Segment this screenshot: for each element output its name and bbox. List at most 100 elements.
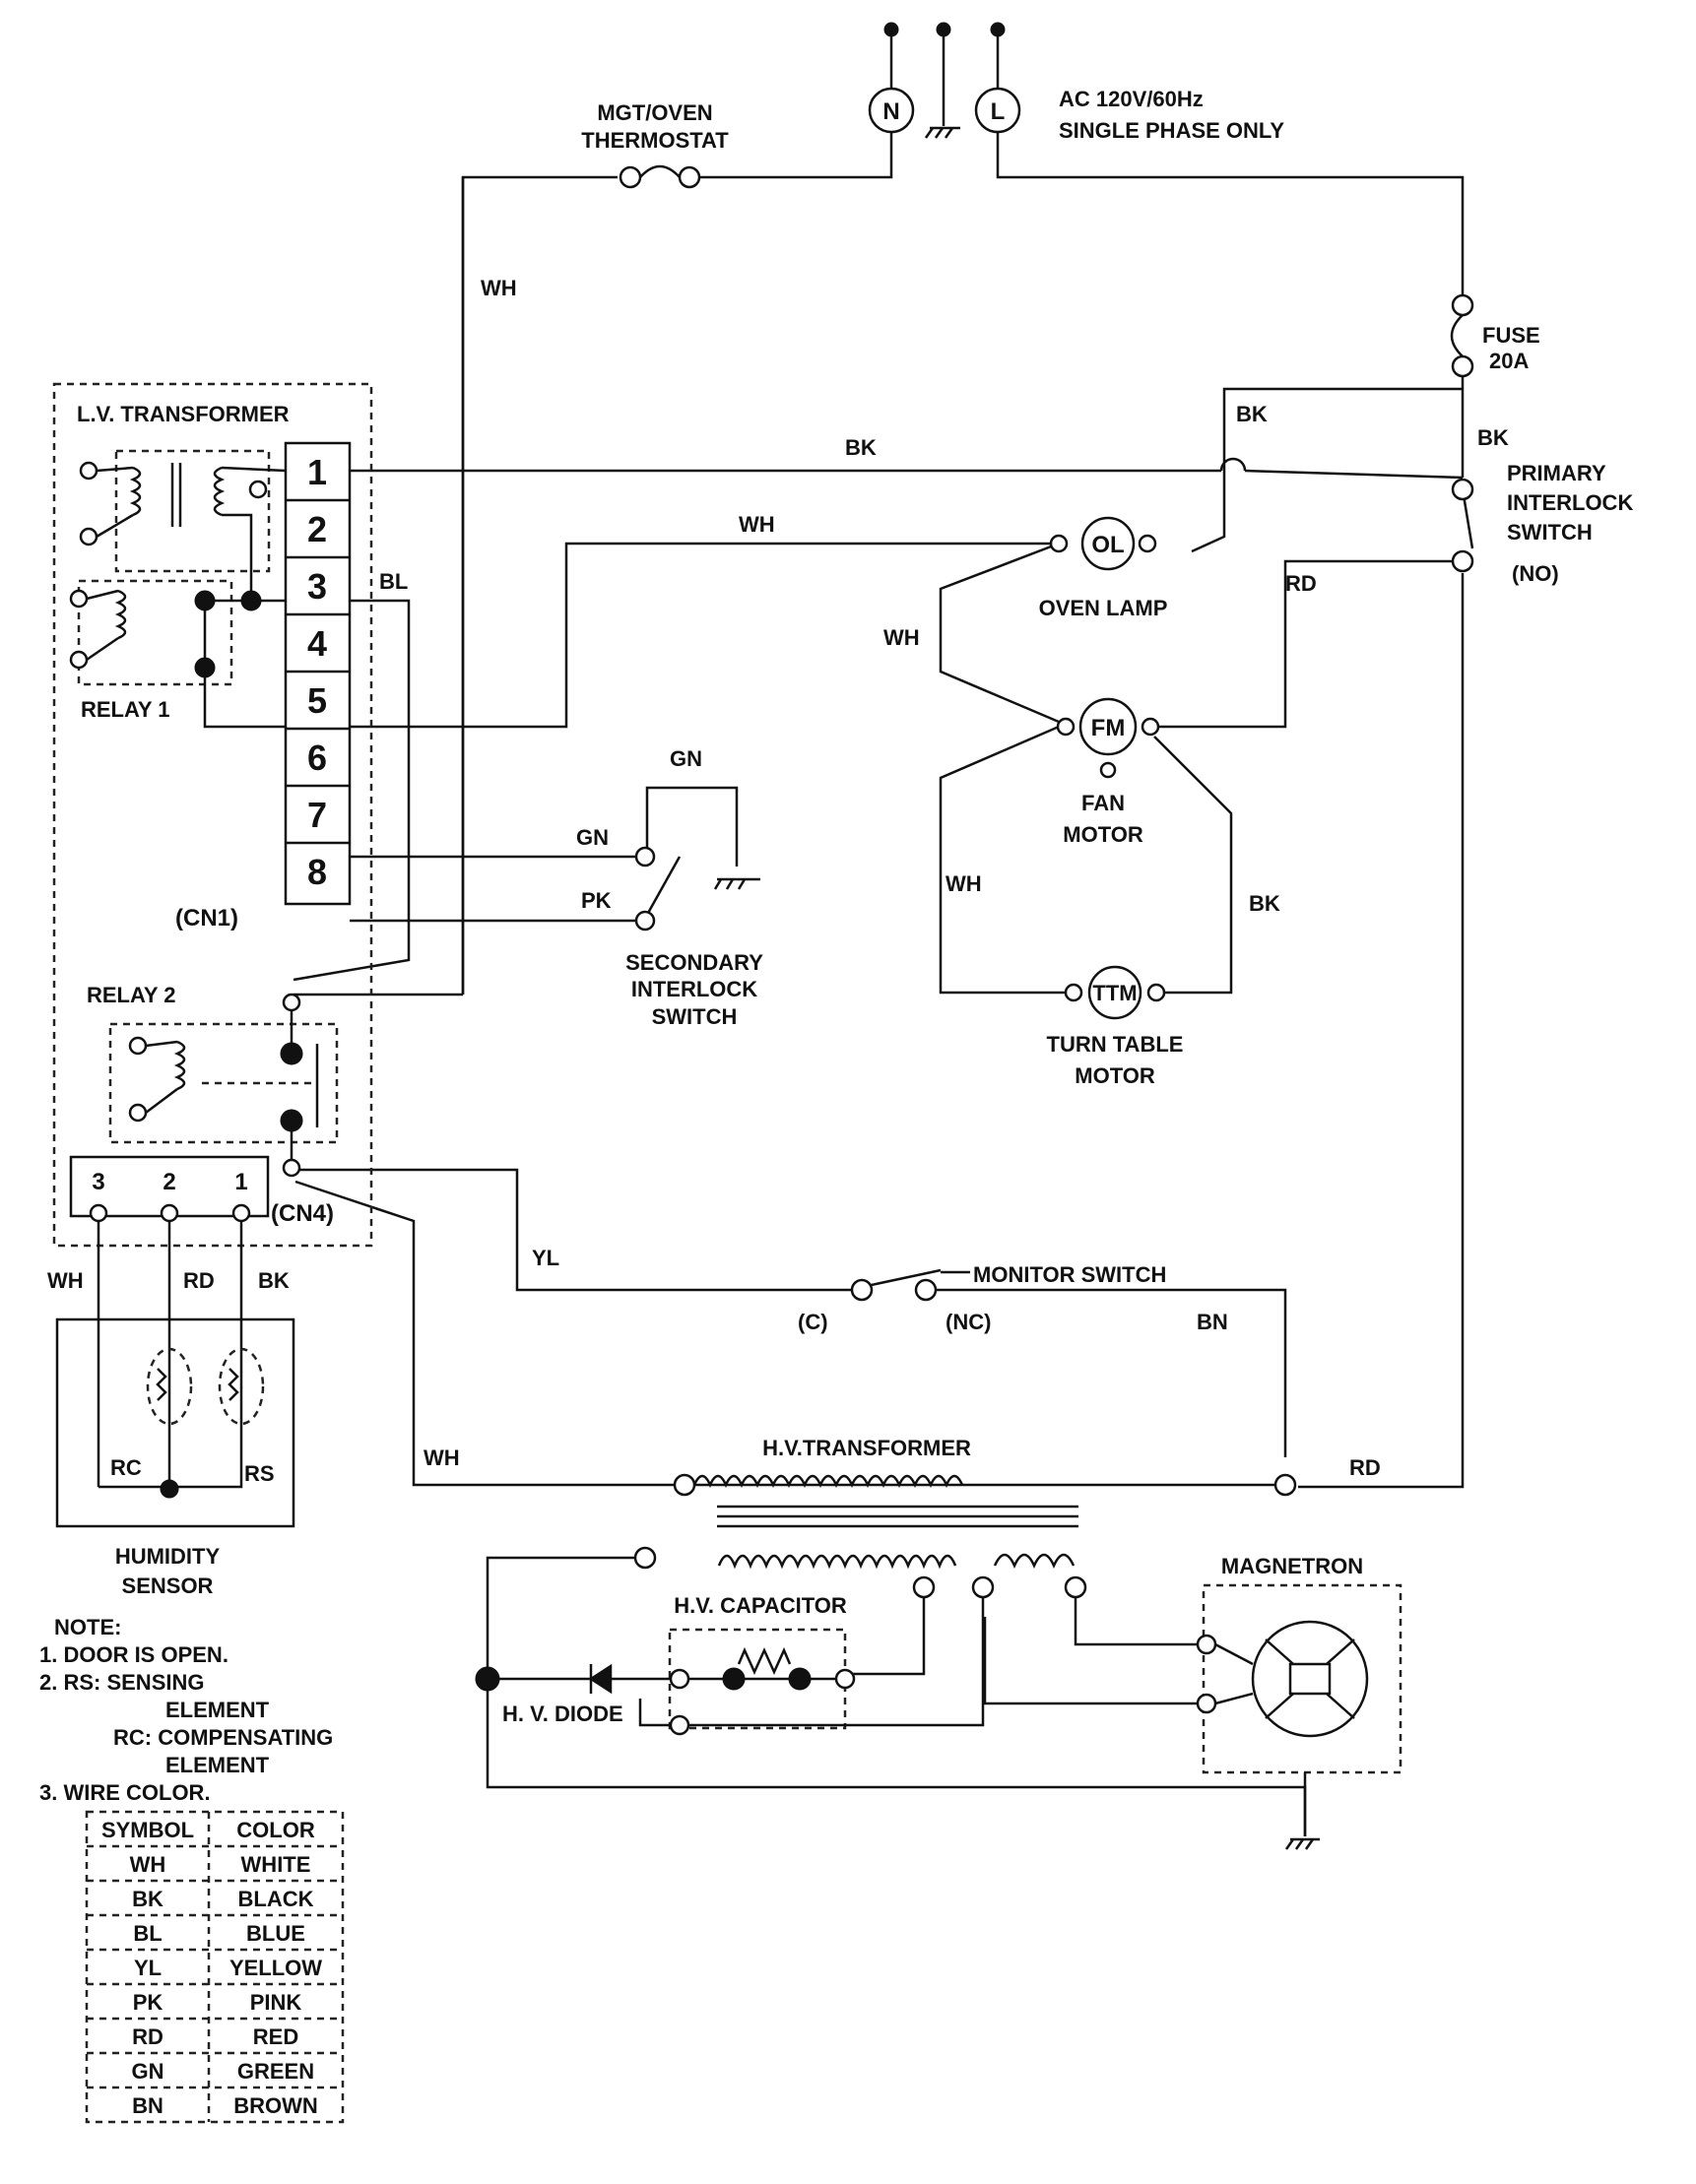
wire-bn: BN	[1197, 1310, 1228, 1334]
table-cell-symbol: BK	[132, 1887, 163, 1911]
cn1-pin-8: 8	[307, 852, 327, 892]
cn4-pin-3: 3	[92, 1169, 104, 1195]
turntable-motor-label-2: MOTOR	[1075, 1063, 1155, 1088]
fuse: FUSE 20A	[1450, 293, 1540, 378]
magnetron: MAGNETRON	[983, 1554, 1402, 1850]
humidity-rc-label: RC	[110, 1455, 142, 1480]
table-row: YL YELLOW	[134, 1956, 322, 1980]
monitor-switch-label: MONITOR SWITCH	[973, 1262, 1166, 1287]
neutral-label: N	[882, 98, 899, 125]
cn4-pin-2: 2	[163, 1169, 175, 1195]
cn1-pin-1: 1	[307, 452, 327, 492]
wire-wh-5: WH	[424, 1445, 460, 1470]
wire-bk-2: BK	[1236, 402, 1268, 426]
monitor-switch-c: (C)	[798, 1310, 828, 1334]
wire-color-table: SYMBOL COLOR WH WHITE BK BLACK BL BLUE Y…	[85, 1810, 345, 2124]
primary-switch-label-4: (NO)	[1512, 561, 1559, 586]
wire-gn-2: GN	[576, 825, 609, 850]
table-cell-color: BROWN	[233, 2093, 318, 2118]
monitor-switch: MONITOR SWITCH (C) (NC)	[798, 1262, 1166, 1334]
note-line-2: 2. RS: SENSING	[39, 1670, 204, 1695]
supply-spec-2: SINGLE PHASE ONLY	[1059, 118, 1284, 143]
fuse-label-2: 20A	[1489, 349, 1529, 373]
hv-transformer: H.V.TRANSFORMER	[486, 1436, 1307, 1836]
table-row: BN BROWN	[132, 2093, 318, 2118]
wire-rd-3: RD	[183, 1268, 215, 1293]
wire-bk-3: BK	[1477, 425, 1509, 450]
secondary-switch-label-3: SWITCH	[652, 1004, 738, 1029]
note-line-6: 3. WIRE COLOR.	[39, 1780, 211, 1805]
note-title: NOTE:	[54, 1615, 121, 1639]
wire-yl: YL	[532, 1246, 559, 1270]
turntable-motor: TTM TURN TABLE MOTOR	[1047, 965, 1183, 1088]
wire-pk: PK	[581, 888, 612, 913]
table-row: GN GREEN	[132, 2059, 315, 2084]
primary-switch-label-1: PRIMARY	[1507, 461, 1606, 485]
fan-motor-symbol: FM	[1091, 715, 1126, 741]
wire-bl: BL	[379, 569, 408, 594]
table-header-symbol: SYMBOL	[101, 1818, 194, 1842]
secondary-switch-label-2: INTERLOCK	[631, 977, 757, 1001]
wire-rd-2: RD	[1349, 1455, 1381, 1480]
fan-motor-label-1: FAN	[1081, 791, 1125, 815]
wire-bk-4: BK	[1249, 891, 1280, 916]
table-row: BK BLACK	[132, 1887, 313, 1911]
table-cell-color: BLUE	[246, 1921, 305, 1946]
note-line-1: 1. DOOR IS OPEN.	[39, 1642, 228, 1667]
cn1-pin-6: 6	[307, 738, 327, 778]
wire-bk-5: BK	[258, 1268, 290, 1293]
wire-wh-6: WH	[47, 1268, 84, 1293]
fan-motor-label-2: MOTOR	[1063, 822, 1143, 847]
note-line-3: ELEMENT	[165, 1698, 270, 1722]
table-cell-symbol: RD	[132, 2024, 163, 2049]
table-cell-color: RED	[253, 2024, 298, 2049]
table-cell-symbol: GN	[132, 2059, 164, 2084]
secondary-switch-label-1: SECONDARY	[625, 950, 763, 975]
cn1-pin-4: 4	[307, 623, 327, 664]
wire-gn-1: GN	[670, 746, 702, 771]
supply-spec-1: AC 120V/60Hz	[1059, 87, 1204, 111]
relay2-label: RELAY 2	[87, 983, 176, 1007]
oven-lamp-label: OVEN LAMP	[1039, 596, 1168, 620]
hv-transformer-label: H.V.TRANSFORMER	[762, 1436, 971, 1460]
note-line-4: RC: COMPENSATING	[113, 1725, 333, 1750]
turntable-motor-symbol: TTM	[1092, 981, 1137, 1005]
cn4-label: (CN4)	[271, 1200, 334, 1227]
note-block: NOTE: 1. DOOR IS OPEN. 2. RS: SENSING EL…	[39, 1615, 333, 1805]
table-row: PK PINK	[133, 1990, 302, 2015]
humidity-rs-label: RS	[244, 1461, 275, 1486]
humidity-sensor-label-1: HUMIDITY	[115, 1544, 221, 1569]
main-wiring	[293, 132, 1474, 1489]
wire-wh-3: WH	[883, 625, 920, 650]
table-cell-color: GREEN	[237, 2059, 314, 2084]
thermostat: MGT/OVEN THERMOSTAT	[581, 100, 729, 189]
fan-motor: FM FAN MOTOR	[1056, 697, 1160, 847]
table-row: BL BLUE	[133, 1921, 305, 1946]
wire-wh-1: WH	[481, 276, 517, 300]
table-cell-color: WHITE	[241, 1852, 311, 1877]
oven-lamp: OL OVEN LAMP	[1039, 516, 1168, 620]
humidity-sensor: RC RS HUMIDITY SENSOR	[55, 1221, 295, 1598]
hv-diode: H. V. DIODE	[475, 1663, 671, 1727]
wire-rd-1: RD	[1285, 571, 1317, 596]
note-line-5: ELEMENT	[165, 1753, 270, 1777]
lv-transformer-title: L.V. TRANSFORMER	[77, 402, 290, 426]
hv-capacitor-label: H.V. CAPACITOR	[674, 1593, 847, 1618]
table-row: RD RED	[132, 2024, 298, 2049]
hv-diode-label: H. V. DIODE	[502, 1702, 623, 1726]
table-cell-symbol: BN	[132, 2093, 163, 2118]
power-supply: N L AC 120V/60Hz SINGLE PHASE ONLY	[868, 22, 1284, 143]
table-cell-symbol: YL	[134, 1956, 162, 1980]
hv-capacitor: H.V. CAPACITOR	[668, 1593, 985, 1736]
wire-wh-4: WH	[946, 871, 982, 896]
fuse-label-1: FUSE	[1482, 323, 1540, 348]
cn4-pin-1: 1	[234, 1169, 247, 1195]
wire-bk-1: BK	[845, 435, 877, 460]
relay1-label: RELAY 1	[81, 697, 170, 722]
wire-wh-2: WH	[739, 512, 775, 537]
humidity-sensor-label-2: SENSOR	[122, 1574, 214, 1598]
table-cell-color: BLACK	[238, 1887, 314, 1911]
cn1-label: (CN1)	[175, 905, 238, 931]
secondary-interlock-switch: SECONDARY INTERLOCK SWITCH	[625, 846, 763, 1029]
